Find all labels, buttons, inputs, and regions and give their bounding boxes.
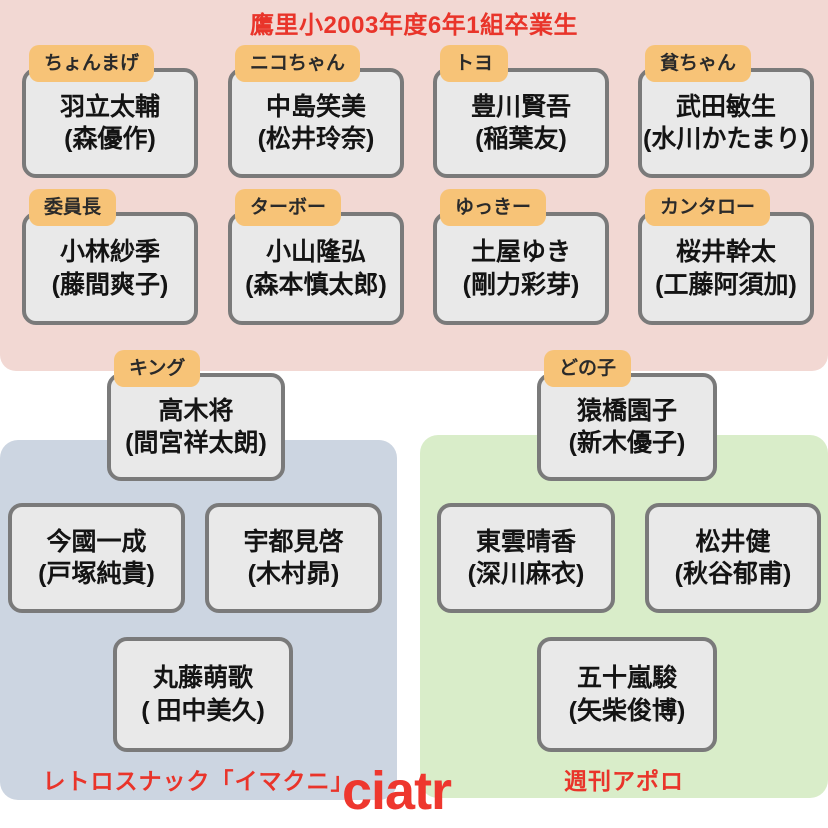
actor-name: (森本慎太郎) bbox=[245, 270, 387, 299]
character-card: 貧ちゃん 武田敏生 (水川かたまり) bbox=[638, 45, 814, 178]
nickname-tag: カンタロー bbox=[645, 189, 771, 226]
nickname-tag: どの子 bbox=[544, 350, 632, 387]
character-card: ゆっきー 土屋ゆき (剛力彩芽) bbox=[433, 189, 609, 325]
nickname-tag: ちょんまげ bbox=[29, 45, 155, 82]
character-name: 小林紗季 bbox=[59, 238, 160, 266]
actor-name: (水川かたまり) bbox=[643, 125, 809, 153]
nickname-tag: ターボー bbox=[235, 189, 342, 226]
nickname-tag: 貧ちゃん bbox=[645, 45, 752, 82]
character-card: ターボー 小山隆弘 (森本慎太郎) bbox=[228, 189, 404, 325]
character-card: どの子 猿橋園子 (新木優子) bbox=[537, 350, 717, 481]
character-name: 松井健 bbox=[695, 527, 771, 556]
actor-name: ( 田中美久) bbox=[141, 696, 265, 725]
character-name: 猿橋園子 bbox=[576, 396, 677, 425]
character-name: 羽立太輔 bbox=[59, 92, 160, 121]
actor-name: (稲葉友) bbox=[475, 125, 567, 153]
actor-name: (松井玲奈) bbox=[257, 125, 375, 153]
character-name: 土屋ゆき bbox=[470, 238, 571, 266]
character-name: 今國一成 bbox=[46, 527, 147, 556]
nickname-tag: トヨ bbox=[440, 45, 509, 82]
character-card: 宇都見啓 (木村昴) bbox=[205, 503, 382, 613]
character-card: 東雲晴香 (深川麻衣) bbox=[437, 503, 615, 613]
character-name: 小山隆弘 bbox=[265, 238, 366, 266]
actor-name: (戸塚純貴) bbox=[38, 560, 155, 588]
character-card: 丸藤萌歌 ( 田中美久) bbox=[113, 637, 293, 752]
character-name: 丸藤萌歌 bbox=[152, 664, 253, 692]
character-card: トヨ 豊川賢吾 (稲葉友) bbox=[433, 45, 609, 178]
nickname-tag: ゆっきー bbox=[440, 189, 547, 226]
character-name: 豊川賢吾 bbox=[470, 92, 571, 121]
actor-name: (木村昴) bbox=[247, 560, 340, 588]
character-name: 武田敏生 bbox=[675, 92, 776, 121]
character-name: 東雲晴香 bbox=[475, 527, 576, 556]
character-name: 五十嵐駿 bbox=[576, 664, 677, 692]
ciatr-logo: ciatr bbox=[342, 761, 452, 821]
character-card: 今國一成 (戸塚純貴) bbox=[8, 503, 185, 613]
character-card: ニコちゃん 中島笑美 (松井玲奈) bbox=[228, 45, 404, 178]
actor-name: (新木優子) bbox=[568, 429, 686, 457]
actor-name: (工藤阿須加) bbox=[655, 270, 797, 299]
actor-name: (森優作) bbox=[64, 125, 156, 153]
actor-name: (藤間爽子) bbox=[51, 270, 169, 299]
actor-name: (剛力彩芽) bbox=[462, 270, 580, 299]
character-card: 委員長 小林紗季 (藤間爽子) bbox=[22, 189, 198, 325]
character-name: 桜井幹太 bbox=[675, 238, 776, 266]
apollo-section-caption: 週刊アポロ bbox=[564, 768, 684, 794]
nickname-tag: ニコちゃん bbox=[235, 45, 361, 82]
actor-name: (深川麻衣) bbox=[467, 560, 585, 588]
actor-name: (矢柴俊博) bbox=[568, 696, 686, 725]
actor-name: (間宮祥太朗) bbox=[125, 429, 267, 457]
nickname-tag: 委員長 bbox=[29, 189, 117, 226]
character-card: 松井健 (秋谷郁甫) bbox=[645, 503, 821, 613]
chart-title: 鷹里小2003年度6年1組卒業生 bbox=[249, 12, 579, 39]
character-name: 宇都見啓 bbox=[243, 527, 344, 556]
character-card: 五十嵐駿 (矢柴俊博) bbox=[537, 637, 717, 752]
snack-section-caption: レトロスナック「イマクニ」 bbox=[42, 768, 355, 794]
nickname-tag: キング bbox=[114, 350, 201, 387]
character-name: 高木将 bbox=[158, 396, 234, 425]
character-card: キング 高木将 (間宮祥太朗) bbox=[107, 350, 285, 481]
actor-name: (秋谷郁甫) bbox=[674, 560, 792, 588]
character-card: ちょんまげ 羽立太輔 (森優作) bbox=[22, 45, 198, 178]
character-card: カンタロー 桜井幹太 (工藤阿須加) bbox=[638, 189, 814, 325]
character-name: 中島笑美 bbox=[265, 92, 366, 121]
